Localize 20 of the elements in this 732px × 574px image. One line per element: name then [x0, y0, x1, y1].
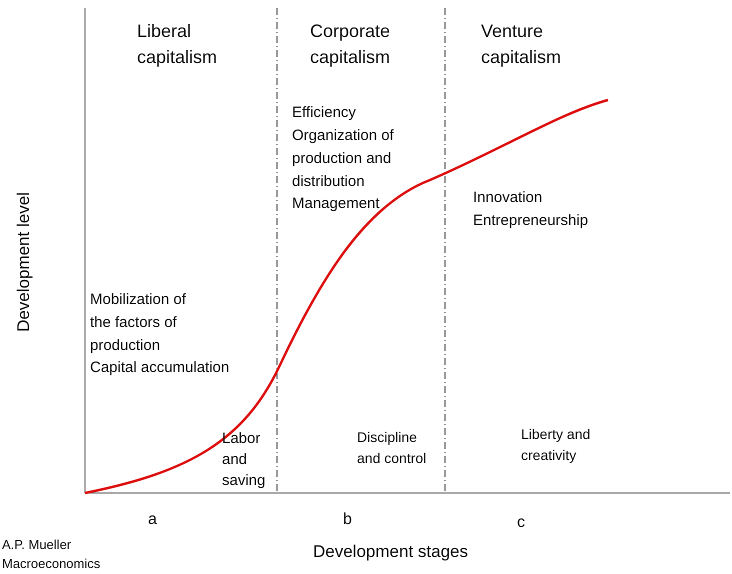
stage-value: Liberty and creativity [521, 425, 592, 465]
stage-value: Discipline and control [357, 428, 428, 468]
stage-value: Labor and saving [222, 429, 266, 491]
stage-feature: Mobilization of the factors of production [90, 290, 187, 356]
source-note: Macroeconomics [2, 555, 100, 573]
stage-feature: Entrepreneurship [473, 211, 588, 231]
era-heading: Corporate capitalism [310, 20, 392, 69]
era-heading: Venture capitalism [481, 20, 562, 69]
axis-title: Development stages [313, 542, 468, 562]
axis-title: Development level [14, 192, 34, 332]
stage-letter: b [343, 510, 352, 530]
stage-letter: c [517, 513, 525, 533]
stage-feature: Management [292, 194, 380, 214]
stage-feature: Efficiency [292, 103, 356, 123]
stage-letter: a [148, 510, 157, 530]
author-credit: A.P. Mueller [2, 536, 72, 554]
era-heading: Liberal capitalism [137, 20, 218, 69]
stage-feature: Capital accumulation [90, 358, 230, 378]
stage-feature: Innovation [473, 188, 542, 208]
stage-feature: Organization of production and distribution [292, 126, 395, 192]
